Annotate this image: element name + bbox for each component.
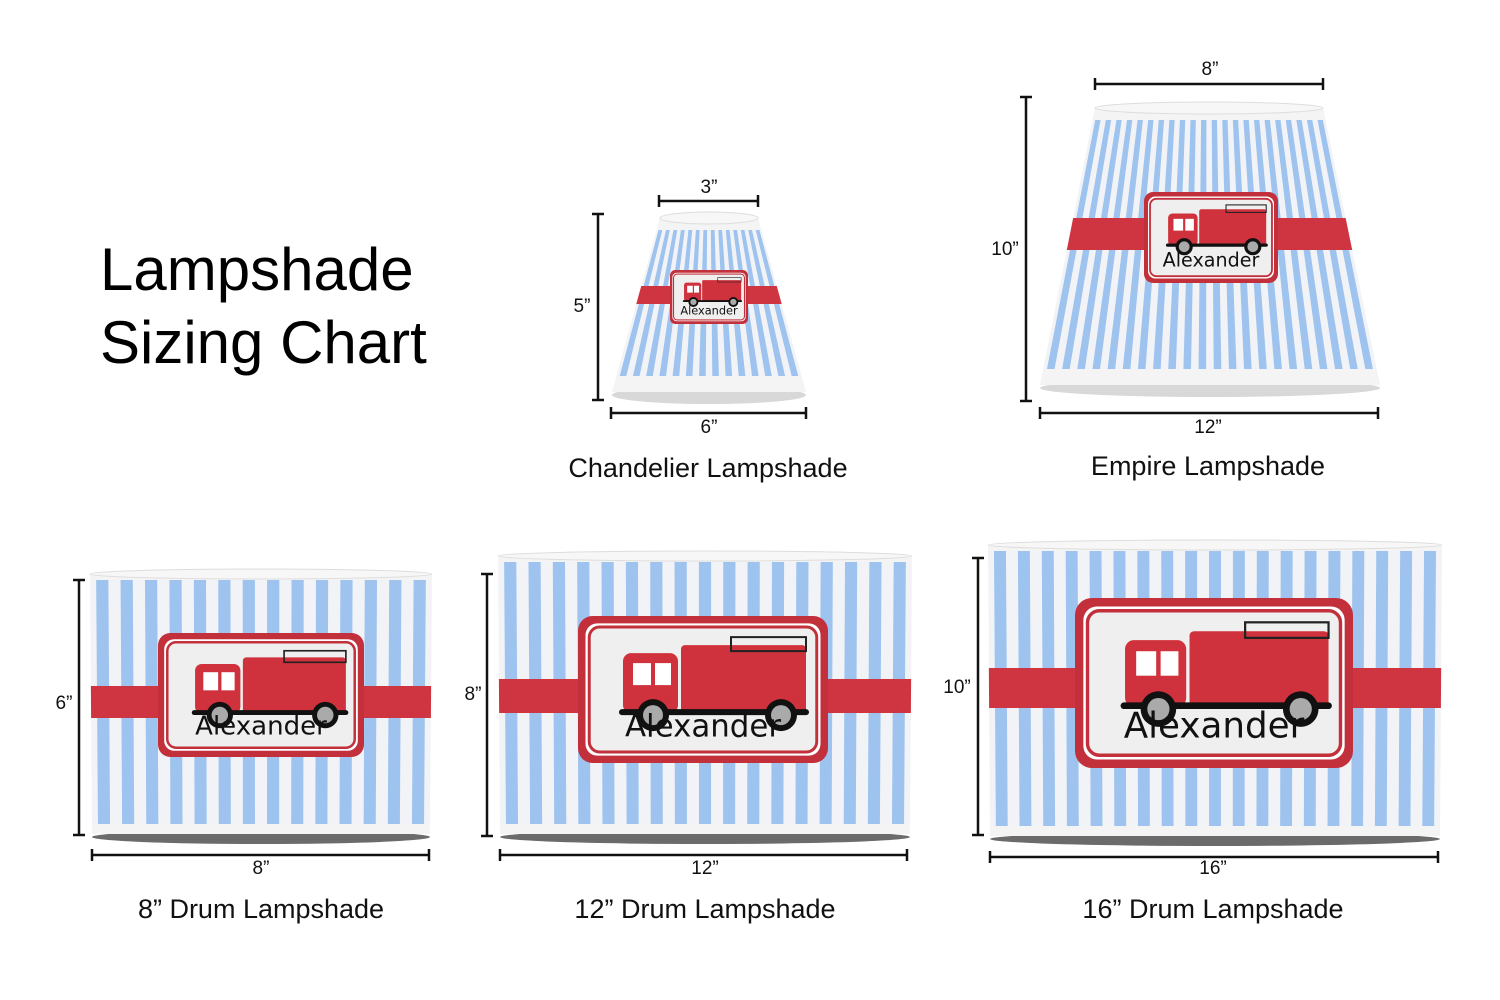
shade-top-rim [1094,101,1324,115]
fire-truck-icon [682,277,743,307]
truck-body [702,280,742,302]
lampshade-drum8: Alexander [73,568,433,861]
stripe [629,218,673,392]
truck-body [1189,631,1329,707]
personalized-name: Alexander [1163,249,1260,272]
truck-hubcap [1247,241,1259,253]
lampshade-chandelier: Alexander [592,195,808,419]
stripe [643,218,680,392]
personalized-name: Alexander [1124,705,1305,746]
caption-drum16: 16” Drum Lampshade [1082,894,1344,924]
lampshade-empire: Alexander [1020,78,1380,419]
truck-hubcap [771,705,791,726]
caption-chandelier: Chandelier Lampshade [568,453,848,483]
truck-window [203,672,219,691]
dim-empire-bottom: 12” [1194,417,1222,438]
truck-ladder [717,277,742,283]
dim-empire-height: 10” [991,239,1019,260]
shade-top-rim [497,550,913,562]
fire-truck-icon [1120,621,1332,727]
truck-body [242,657,346,714]
dim-chandelier-height: 5” [573,296,591,317]
truck-hubcap [211,706,229,724]
dim-chandelier-bottom: 6” [700,417,718,438]
truck-window [655,663,671,686]
truck-window [687,285,693,293]
stripe [615,218,666,392]
dim-drum8-bottom: 8” [252,858,270,879]
truck-hubcap [690,298,697,306]
fire-truck-icon [191,649,349,729]
dim-chandelier-top: 3” [700,177,718,198]
truck-window [1160,651,1179,676]
bottom-trim [499,824,911,834]
dim-drum12-bottom: 12” [691,858,719,879]
dim-drum12-height: 8” [464,684,482,705]
bottom-trim [91,824,431,834]
truck-hubcap [730,298,737,306]
fire-truck-icon [619,636,809,732]
bottom-trim [612,376,806,392]
truck-body [681,645,806,714]
dim-drum16-bottom: 16” [1199,858,1227,879]
truck-hubcap [1289,697,1312,721]
shade-top-rim [659,211,759,225]
lampshade-drum16: Alexander [972,539,1443,863]
caption-drum12: 12” Drum Lampshade [574,894,836,924]
personalized-name: Alexander [680,303,738,317]
shade-top-rim [89,568,433,580]
stripe [738,218,775,392]
bottom-trim [1040,369,1380,385]
truck-ladder [730,636,807,653]
truck-window [221,672,235,691]
truck-body [1199,209,1267,246]
truck-window [1173,218,1184,231]
dim-drum16-height: 10” [943,677,971,698]
dim-drum8-height: 6” [55,693,73,714]
lampshade-drum12: Alexander [481,550,913,861]
stripe [745,218,789,392]
caption-empire: Empire Lampshade [1090,451,1326,481]
chart-title-line1: Lampshade [100,236,414,303]
fire-truck-icon [1165,204,1268,256]
chart-title-line2: Sizing Chart [100,309,427,376]
dim-empire-top: 8” [1201,59,1219,80]
truck-ladder [1244,621,1330,640]
truck-ladder [1225,204,1267,213]
truck-window [694,285,700,293]
truck-window [1185,218,1194,231]
shade-top-rim [987,539,1443,551]
stripe [752,218,803,392]
truck-window [1136,651,1157,676]
truck-hubcap [1178,241,1190,253]
bottom-trim [989,826,1441,836]
truck-hubcap [643,705,663,726]
personalized-name: Alexander [625,709,781,745]
truck-hubcap [317,706,334,724]
truck-window [633,663,651,686]
truck-hubcap [1147,697,1170,721]
truck-ladder [283,649,347,664]
caption-drum8: 8” Drum Lampshade [137,894,385,924]
personalized-name: Alexander [195,712,327,742]
